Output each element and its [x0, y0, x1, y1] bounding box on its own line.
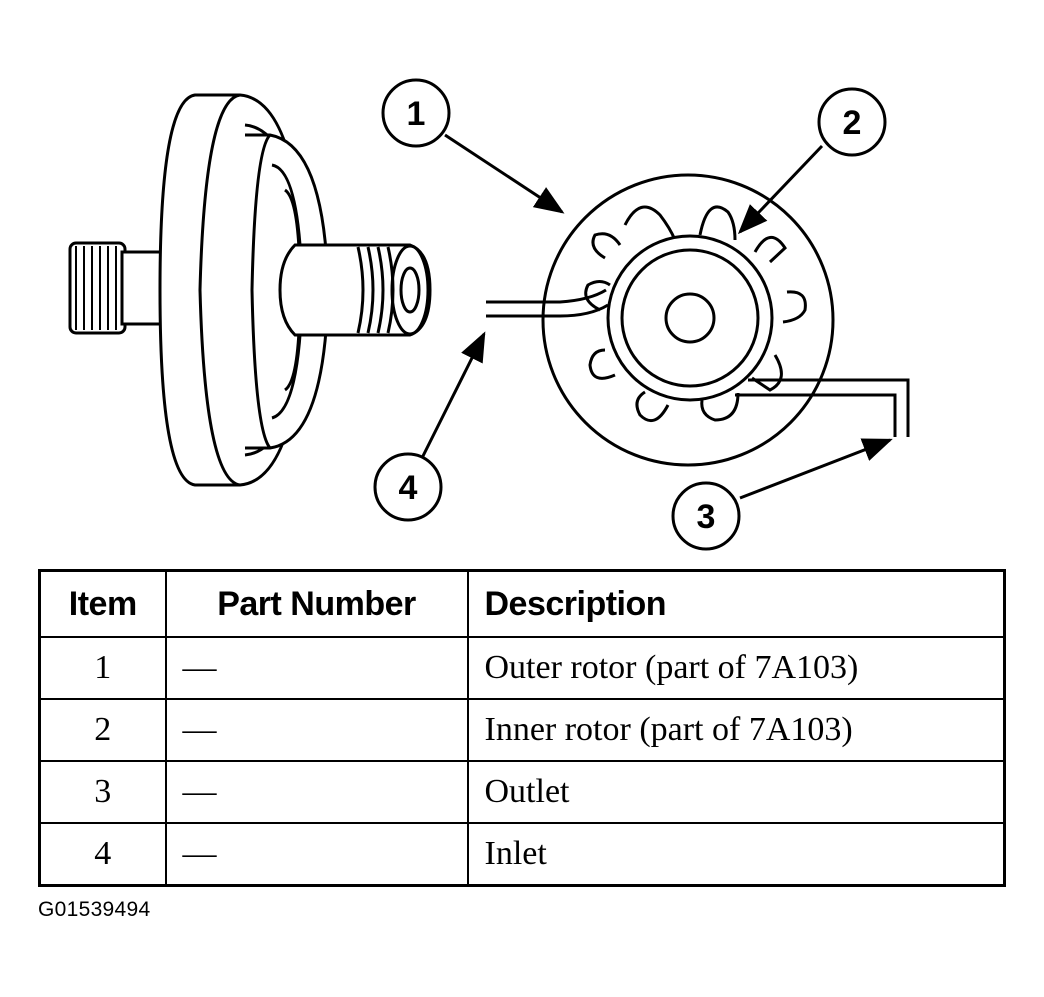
cell-part-number: —: [164, 698, 469, 762]
table-row: 4 — Inlet: [38, 822, 1006, 887]
callout-1: 1: [381, 78, 451, 148]
arrow-1: [444, 133, 565, 214]
table-row: 1 — Outer rotor (part of 7A103): [38, 636, 1006, 700]
callout-2: 2: [817, 87, 887, 157]
table-header-row: Item Part Number Description: [38, 569, 1006, 638]
callout-label: 4: [399, 469, 418, 507]
table-row: 2 — Inner rotor (part of 7A103): [38, 698, 1006, 762]
rotor-center-bore: [664, 292, 716, 344]
figure-id: G01539494: [38, 898, 151, 921]
inlet-passage: [486, 288, 607, 304]
pump-shaft-assembly: [68, 93, 432, 487]
cell-description: Outlet: [466, 760, 1006, 824]
arrow-2: [737, 144, 824, 235]
arrow-3: [739, 438, 893, 500]
leader-arrows: [420, 133, 893, 500]
callout-3: 3: [671, 481, 741, 551]
cell-description: Inner rotor (part of 7A103): [466, 698, 1006, 762]
cell-description: Inlet: [466, 822, 1006, 887]
cell-item: 1: [38, 636, 167, 700]
callout-label: 3: [697, 498, 716, 536]
callout-label: 2: [843, 104, 862, 142]
pump-diagram: 1 2 3 4: [68, 78, 910, 551]
rotor-set: [486, 173, 910, 467]
cell-part-number: —: [164, 760, 469, 824]
cell-part-number: —: [164, 822, 469, 887]
arrow-4: [420, 331, 486, 459]
inner-rotor: [606, 234, 774, 402]
cell-item: 4: [38, 822, 167, 887]
header-description: Description: [466, 569, 1006, 638]
header-item: Item: [38, 569, 167, 638]
cell-description: Outer rotor (part of 7A103): [466, 636, 1006, 700]
header-part-number: Part Number: [164, 569, 469, 638]
callout-4: 4: [373, 452, 443, 522]
table-row: 3 — Outlet: [38, 760, 1006, 824]
cell-item: 3: [38, 760, 167, 824]
cell-part-number: —: [164, 636, 469, 700]
callout-label: 1: [407, 95, 426, 133]
cell-item: 2: [38, 698, 167, 762]
outer-rotor: [584, 205, 807, 423]
outlet-passage: [748, 378, 910, 437]
parts-table: Item Part Number Description 1 — Outer r…: [38, 569, 1006, 887]
